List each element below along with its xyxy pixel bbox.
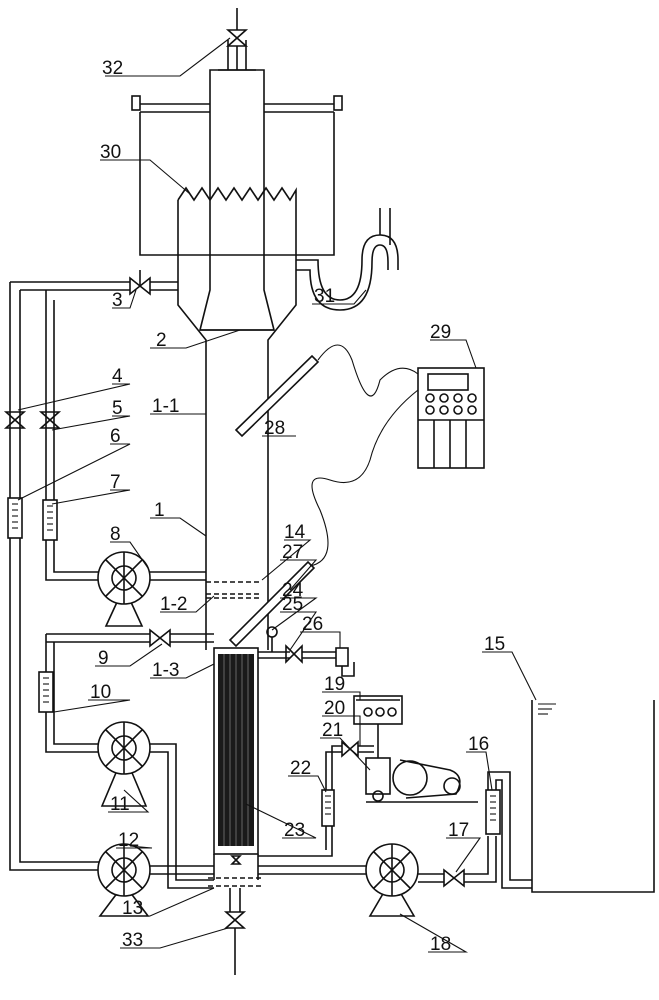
label-6: 6 (110, 426, 121, 447)
label-14: 14 (284, 522, 306, 543)
label-16: 16 (468, 734, 489, 755)
label-26: 26 (302, 614, 323, 635)
zigzag-weir-30 (177, 186, 297, 255)
number-labels: 32 30 3 2 31 29 4 5 1-1 28 6 7 1 14 8 27… (90, 58, 505, 955)
distributor-14 (206, 581, 262, 599)
probe-28 (234, 354, 320, 438)
sampling-line (258, 626, 355, 677)
pump-18 (258, 843, 444, 917)
valve-4 (3, 411, 27, 429)
flowmeter-10 (38, 671, 54, 713)
gas-hood (198, 40, 276, 331)
label-1: 1 (154, 500, 165, 521)
label-18: 18 (430, 934, 451, 955)
label-33: 33 (122, 930, 143, 951)
label-21: 21 (322, 720, 343, 741)
label-30: 30 (100, 142, 121, 163)
label-25: 25 (282, 594, 303, 615)
label-12: 12 (118, 830, 139, 851)
label-15: 15 (484, 634, 505, 655)
label-2: 2 (156, 330, 167, 351)
label-28: 28 (264, 418, 285, 439)
label-19: 19 (324, 674, 345, 695)
label-31: 31 (314, 286, 335, 307)
label-13: 13 (122, 898, 143, 919)
feed-tank-15 (531, 700, 655, 893)
membrane-module-23 (213, 647, 259, 880)
pump-11 (97, 721, 214, 889)
overflow-trap-31 (296, 208, 399, 311)
settling-tank (131, 95, 343, 256)
valve-9-line (45, 628, 214, 753)
flowmeter-6 (7, 497, 23, 539)
flowmeter-22 (321, 789, 335, 827)
reactor-column (177, 254, 297, 650)
label-4: 4 (112, 366, 123, 387)
distributor-13 (208, 877, 264, 887)
label-11: 11 (110, 794, 130, 815)
signal-cable (309, 344, 419, 567)
label-29: 29 (430, 322, 451, 343)
valve-17 (443, 836, 497, 888)
controller-29 (417, 367, 485, 469)
label-22: 22 (290, 758, 311, 779)
label-1-3: 1-3 (152, 660, 179, 681)
label-27: 27 (282, 542, 303, 563)
label-10: 10 (90, 682, 111, 703)
label-3: 3 (112, 290, 123, 311)
label-5: 5 (112, 398, 123, 419)
leader-lines (17, 37, 537, 953)
label-23: 23 (284, 820, 305, 841)
pump-12 (97, 843, 214, 917)
label-7: 7 (110, 472, 121, 493)
valve-3 (129, 270, 151, 296)
backwash-unit (258, 695, 478, 857)
top-valve-32 (225, 8, 249, 70)
flowmeter-7 (42, 499, 58, 541)
recycle-pipes-left (9, 281, 178, 871)
label-24: 24 (282, 580, 304, 601)
flowmeter-16 (485, 771, 532, 889)
label-20: 20 (324, 698, 345, 719)
pump-8 (97, 551, 206, 627)
label-17: 17 (448, 820, 469, 841)
probe-27 (228, 560, 316, 648)
label-8: 8 (110, 524, 121, 545)
label-1-2: 1-2 (160, 594, 187, 615)
label-32: 32 (102, 58, 123, 79)
label-1-1: 1-1 (152, 396, 179, 417)
valve-5 (38, 411, 62, 429)
bottom-valve-33 (223, 888, 247, 975)
label-9: 9 (98, 648, 109, 669)
